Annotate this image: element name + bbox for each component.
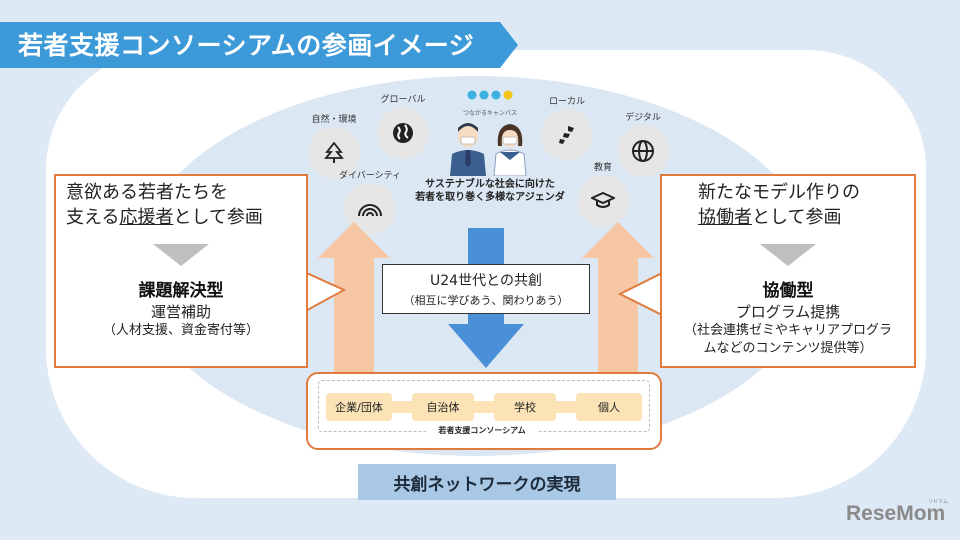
down-triangle-icon <box>760 244 816 266</box>
right-box-line2: 協働者として参画 <box>698 205 914 230</box>
agenda-item-education: 教育 <box>574 160 632 227</box>
students-illustration-icon <box>450 123 527 176</box>
agenda-item-local: ローカル <box>538 94 596 161</box>
left-box-line2-pre: 支える <box>66 207 120 228</box>
member-municipalities: 自治体 <box>412 393 474 421</box>
right-box-type: 協働型 <box>762 281 814 301</box>
consortium-label: 若者支援コンソーシアム <box>426 425 538 436</box>
member-connector <box>556 401 576 413</box>
right-box-detail-line2: ムなどのコンテンツ提供等） <box>703 341 873 356</box>
member-connector <box>474 401 494 413</box>
tree-icon <box>308 127 360 179</box>
map-icon <box>541 109 593 161</box>
left-box-line1: 意欲ある若者たちを <box>66 182 228 203</box>
member-schools: 学校 <box>494 393 556 421</box>
member-connector <box>392 401 412 413</box>
agenda-item-digital: デジタル <box>614 110 672 177</box>
agenda-label: グローバル <box>380 95 426 105</box>
agenda-item-global: グローバル <box>374 92 432 159</box>
resemom-logo: ReseMom <box>846 502 946 525</box>
agenda-label: ローカル <box>548 97 585 107</box>
left-box-type: 課題解決型 <box>138 281 224 301</box>
page-title: 若者支援コンソーシアムの参画イメージ <box>18 31 475 60</box>
supporter-keyword: 応援者 <box>119 207 174 228</box>
co-creation-box: U24世代との共創 （相互に学びあう、関わりあう） <box>382 264 590 314</box>
agenda-label: 自然・環境 <box>311 115 357 125</box>
left-box-sub: 運営補助 <box>150 303 211 321</box>
right-box-line2-post: として参画 <box>752 207 842 228</box>
bottom-banner: 共創ネットワークの実現 <box>358 464 616 500</box>
right-box-heading: 新たなモデル作りの 協働者として参画 <box>662 176 914 230</box>
graduation-cap-icon <box>577 175 629 227</box>
resemom-logo-small: リセマム <box>928 499 949 505</box>
collaborator-keyword: 協働者 <box>698 207 752 228</box>
right-up-arrow <box>582 222 654 392</box>
tsunagaru-campus-logo: つながるキャンパス <box>460 88 520 117</box>
left-box-line2-post: として参画 <box>173 207 263 228</box>
web-globe-icon <box>617 125 669 177</box>
title-banner-shape <box>0 22 518 68</box>
agenda-caption-line2: 若者を取り巻く多様なアジェンダ <box>415 192 565 203</box>
member-companies: 企業/団体 <box>326 393 392 421</box>
down-triangle-icon <box>153 244 209 266</box>
left-box-detail: （人材支援、資金寄付等） <box>102 323 259 338</box>
right-participation-box: 新たなモデル作りの 協働者として参画 協働型 プログラム提携 （社会連携ゼミやキ… <box>660 174 916 368</box>
agenda-caption: サステナブルな社会に向けた 若者を取り巻く多様なアジェンダ <box>392 178 588 204</box>
agenda-caption-line1: サステナブルな社会に向けた <box>425 179 555 190</box>
left-box-heading: 意欲ある若者たちを 支える応援者として参画 <box>56 176 306 230</box>
member-individuals: 個人 <box>576 393 642 421</box>
co-creation-sub: （相互に学びあう、関わりあう） <box>403 294 569 307</box>
right-box-sub: プログラム提携 <box>735 303 841 321</box>
agenda-label: ダイバーシティ <box>338 171 402 181</box>
agenda-label: 教育 <box>593 163 612 173</box>
right-box-line1: 新たなモデル作りの <box>698 182 860 203</box>
logo-caption: つながるキャンパス <box>462 110 517 117</box>
logo-dots-icon <box>467 90 513 100</box>
right-callout-pointer <box>618 272 664 318</box>
co-creation-title: U24世代との共創 <box>430 273 542 289</box>
left-box-line2: 支える応援者として参画 <box>66 205 306 230</box>
member-row: 企業/団体 自治体 学校 個人 <box>326 393 642 421</box>
agenda-label: デジタル <box>625 113 661 123</box>
agenda-item-nature: 自然・環境 <box>306 112 362 179</box>
globe-icon <box>377 107 429 159</box>
left-up-arrow <box>318 222 390 392</box>
right-box-detail-line1: （社会連携ゼミやキャリアプログラ <box>683 323 892 338</box>
left-participation-box: 意欲ある若者たちを 支える応援者として参画 課題解決型 運営補助 （人材支援、資… <box>54 174 308 368</box>
